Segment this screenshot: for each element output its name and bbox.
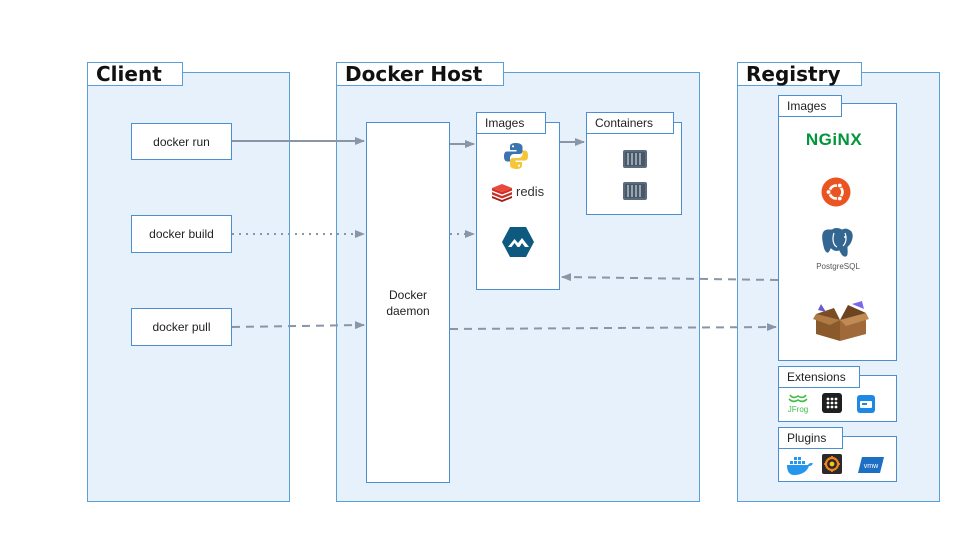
alpine-icon bbox=[502, 227, 534, 257]
jfrog-logo-text: JFrog bbox=[788, 405, 808, 414]
docker-host-title: Docker Host bbox=[336, 62, 504, 86]
box-icon bbox=[813, 301, 869, 341]
ubuntu-icon bbox=[821, 177, 851, 207]
container-icon bbox=[623, 150, 647, 168]
dots-grid-icon bbox=[822, 393, 842, 413]
grafana-icon bbox=[822, 454, 842, 474]
plugins-label: Plugins bbox=[778, 427, 843, 449]
nginx-logo-text: NGiNX bbox=[806, 130, 863, 149]
vmware-icon-text: vmw bbox=[864, 463, 879, 470]
docker-pull-command: docker pull bbox=[131, 308, 232, 346]
containers-label: Containers bbox=[586, 112, 674, 134]
extensions-label: Extensions bbox=[778, 366, 860, 388]
registry-title: Registry bbox=[737, 62, 862, 86]
docker-daemon-box: Docker daemon bbox=[366, 122, 450, 483]
nginx-logo: NGiNX bbox=[806, 130, 863, 149]
client-title: Client bbox=[87, 62, 183, 86]
docker-build-command: docker build bbox=[131, 215, 232, 253]
jfrog-logo: JFrog bbox=[788, 394, 808, 414]
container-icon bbox=[623, 182, 647, 200]
pull-arrow bbox=[231, 321, 365, 330]
python-icon bbox=[504, 143, 528, 169]
docker-whale-icon bbox=[787, 457, 813, 475]
redis-label: redis bbox=[516, 184, 545, 199]
registry-to-images-arrow bbox=[561, 273, 779, 282]
postgresql-logo: PostgreSQL bbox=[816, 227, 860, 271]
daemon-to-registry-arrow bbox=[449, 323, 777, 332]
docker-run-command: docker run bbox=[131, 123, 232, 160]
redis-icon bbox=[492, 184, 512, 202]
host-images-label: Images bbox=[476, 112, 546, 134]
vmware-icon: vmw bbox=[858, 457, 884, 473]
disk-icon bbox=[857, 395, 875, 413]
postgresql-logo-text: PostgreSQL bbox=[816, 262, 860, 271]
registry-images-label: Images bbox=[778, 95, 842, 117]
